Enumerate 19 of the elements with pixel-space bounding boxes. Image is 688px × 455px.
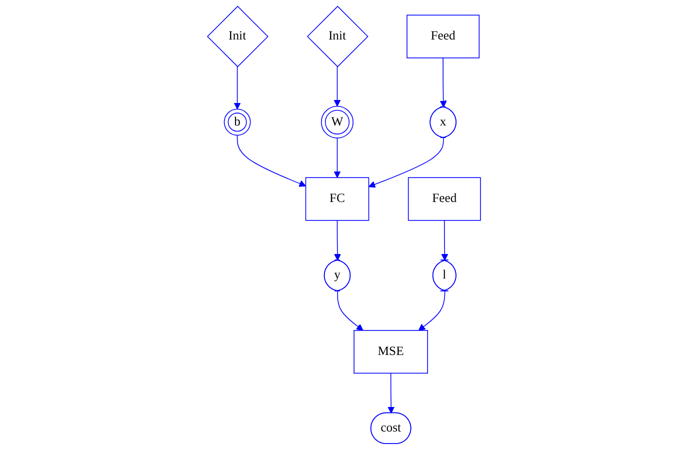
node-box: Feed <box>406 14 480 58</box>
arrow <box>368 138 444 188</box>
arrow <box>388 372 395 414</box>
arrow <box>440 57 447 108</box>
arrow <box>236 134 306 187</box>
node-box: FC <box>305 177 370 221</box>
arrow <box>234 66 241 110</box>
node-diamond: Init <box>206 6 268 68</box>
node-circle: W <box>320 106 354 138</box>
arrow <box>334 66 341 107</box>
arrow <box>334 220 341 261</box>
arrow <box>337 290 364 331</box>
arrow <box>334 138 341 178</box>
node-diamond: Init <box>306 6 368 68</box>
node-box: MSE <box>354 330 428 374</box>
arrow <box>441 220 448 261</box>
node-circle: b <box>224 108 251 136</box>
node-box: Feed <box>408 177 481 221</box>
arrow <box>418 290 446 331</box>
